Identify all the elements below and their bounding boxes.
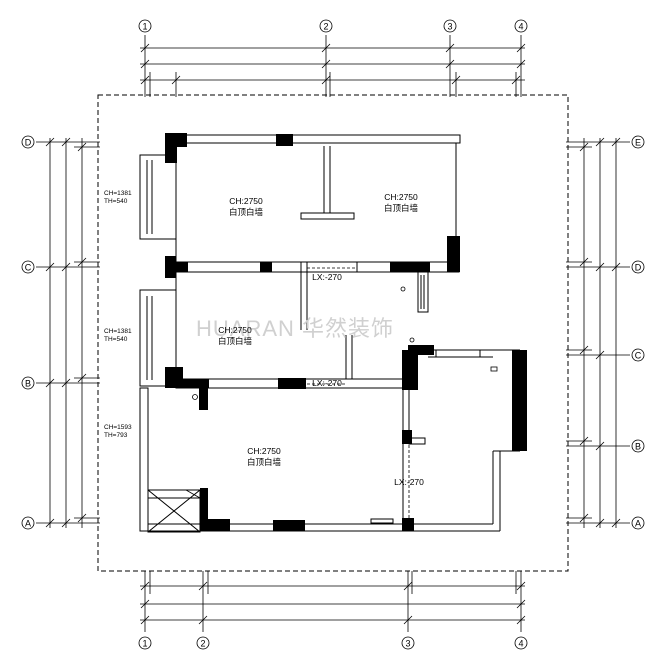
grid-label-top-1: 1 <box>142 22 147 32</box>
room-1-ceiling-height: CH:2750 <box>229 196 263 206</box>
left-dimension-lines <box>36 137 100 528</box>
top-grid-bubbles: 1 2 3 4 <box>138 19 528 33</box>
window-2-ch: CH=1381 <box>104 328 132 335</box>
level-mark-1: LX:-270 <box>312 272 342 282</box>
right-dimension-lines <box>566 137 630 528</box>
solid-walls <box>165 133 527 531</box>
plan-boundary <box>97 94 569 572</box>
bottom-grid-bubbles: 1 2 3 4 <box>138 636 528 650</box>
right-grid-bubbles: E D C B A <box>631 135 645 530</box>
grid-label-top-4: 4 <box>518 22 523 32</box>
grid-label-bottom-3: 3 <box>405 639 410 649</box>
grid-label-right-e: E <box>635 138 641 148</box>
grid-label-right-d: D <box>635 263 642 273</box>
room-3-ceiling-height: CH:2750 <box>218 325 252 335</box>
fixture-mark <box>490 366 498 372</box>
window-3-ch: CH=1593 <box>104 424 132 431</box>
level-mark-2: LX:-270 <box>312 378 342 388</box>
grid-label-bottom-4: 4 <box>518 639 523 649</box>
window-1-th: TH=540 <box>104 198 128 205</box>
top-dimension-lines <box>140 35 526 97</box>
grid-label-left-b: B <box>25 379 31 389</box>
room-3-finish: 白顶白墙 <box>218 336 253 346</box>
left-grid-bubbles: D C B A <box>21 135 35 530</box>
drain-icon <box>409 337 415 343</box>
level-dashed-lines <box>307 267 410 524</box>
grid-label-left-a: A <box>25 519 31 529</box>
watermark: HUARAN 华然装饰 <box>196 316 394 341</box>
grid-label-bottom-1: 1 <box>142 639 147 649</box>
room-4-finish: 白顶白墙 <box>247 457 282 467</box>
level-mark-3: LX:-270 <box>394 477 424 487</box>
drain-icon <box>192 394 198 400</box>
grid-label-right-a: A <box>635 519 641 529</box>
room-1-finish: 白顶白墙 <box>229 207 264 217</box>
grid-label-bottom-2: 2 <box>200 639 205 649</box>
room-labels: CH:2750 白顶白墙 CH:2750 白顶白墙 CH:2750 白顶白墙 C… <box>218 192 419 467</box>
fixtures <box>185 286 498 499</box>
bottom-dimension-lines <box>140 571 526 632</box>
window-1-ch: CH=1381 <box>104 190 132 197</box>
grid-label-right-c: C <box>635 351 642 361</box>
window-annotations: CH=1381 TH=540 CH=1381 TH=540 CH=1593 TH… <box>104 190 132 439</box>
drain-icon <box>400 286 406 292</box>
room-2-ceiling-height: CH:2750 <box>384 192 418 202</box>
window-3-th: TH=793 <box>104 432 128 439</box>
grid-label-top-3: 3 <box>447 22 452 32</box>
grid-label-top-2: 2 <box>323 22 328 32</box>
grid-label-left-d: D <box>25 138 32 148</box>
grid-label-left-c: C <box>25 263 32 273</box>
level-marks: LX:-270 LX:-270 LX:-270 <box>312 272 424 487</box>
drain-icon <box>409 345 415 351</box>
room-4-ceiling-height: CH:2750 <box>247 446 281 456</box>
grid-label-right-b: B <box>635 442 641 452</box>
window-2-th: TH=540 <box>104 336 128 343</box>
room-2-finish: 白顶白墙 <box>384 203 419 213</box>
